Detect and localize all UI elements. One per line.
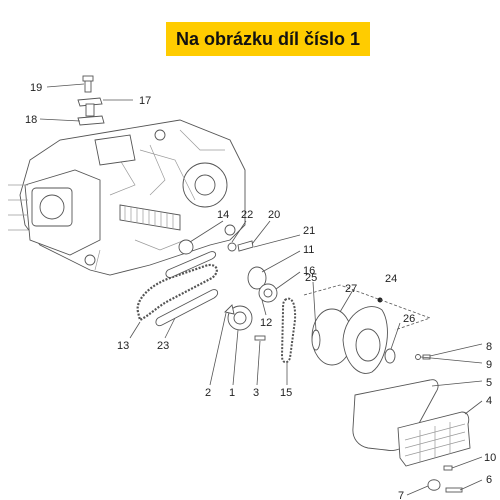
bolt-20: [237, 240, 254, 252]
sprocket-16-hub: [263, 288, 273, 298]
callout-5: 5: [486, 377, 492, 389]
callout-4: 4: [486, 395, 492, 407]
oil-filter-screen-4: [397, 411, 471, 467]
leader-lines: [39, 83, 483, 496]
crankcase-drawing: [8, 119, 246, 276]
pump-cover-24-boss: [355, 328, 381, 362]
washer-11: [247, 266, 267, 290]
callout-6: 6: [486, 474, 492, 486]
timing-chain-13: [136, 263, 218, 322]
seal-25: [311, 329, 321, 351]
callout-11: 11: [303, 244, 314, 256]
callout-19: 19: [30, 82, 42, 94]
callout-2: 2: [205, 387, 211, 399]
callout-25: 25: [305, 272, 317, 284]
chain-guide-23: [155, 289, 219, 327]
screw-6: [445, 487, 463, 493]
tensioner-group: [77, 75, 105, 126]
callout-20: 20: [268, 209, 280, 221]
callout-16: 16: [303, 265, 315, 277]
callout-9: 9: [486, 359, 492, 371]
callout-17: 17: [139, 95, 151, 107]
spacer-22: [227, 242, 237, 252]
washer-9: [415, 354, 421, 360]
callout-10: 10: [484, 452, 496, 464]
callout-15: 15: [280, 387, 292, 399]
plug-10: [443, 465, 453, 471]
callout-27: 27: [345, 283, 357, 295]
bolt-19: [84, 79, 92, 93]
callout-7: 7: [398, 490, 404, 500]
callout-8: 8: [486, 341, 492, 353]
gasket-18: [77, 115, 105, 126]
callout-24: 24: [385, 273, 397, 285]
pump-chain-15: [280, 297, 297, 364]
tensioner-17-shaft: [85, 103, 95, 117]
pin-2: [224, 304, 235, 315]
callout-14: 14: [217, 209, 229, 221]
callout-23: 23: [157, 340, 169, 352]
callout-1: 1: [229, 387, 235, 399]
group-24-frame: [303, 284, 432, 331]
callout-12: 12: [260, 317, 272, 329]
callout-3: 3: [253, 387, 259, 399]
bolt-19-head: [82, 75, 94, 82]
chain-guide-14: [165, 251, 217, 278]
tensioner-17-body: [77, 97, 103, 107]
callout-21: 21: [303, 225, 315, 237]
sprocket-small: [178, 239, 194, 255]
seal-26: [384, 348, 396, 364]
callout-13: 13: [117, 340, 129, 352]
oil-pump-1-rotor: [233, 311, 247, 325]
banner-text: Na obrázku díl číslo 1: [175, 28, 361, 49]
screw-3: [254, 335, 266, 341]
callout-22: 22: [241, 209, 253, 221]
clip-7: [427, 479, 441, 491]
callout-18: 18: [25, 114, 37, 126]
part-number-banner: Na obrázku díl číslo 1: [166, 22, 370, 56]
callout-26: 26: [403, 313, 415, 325]
